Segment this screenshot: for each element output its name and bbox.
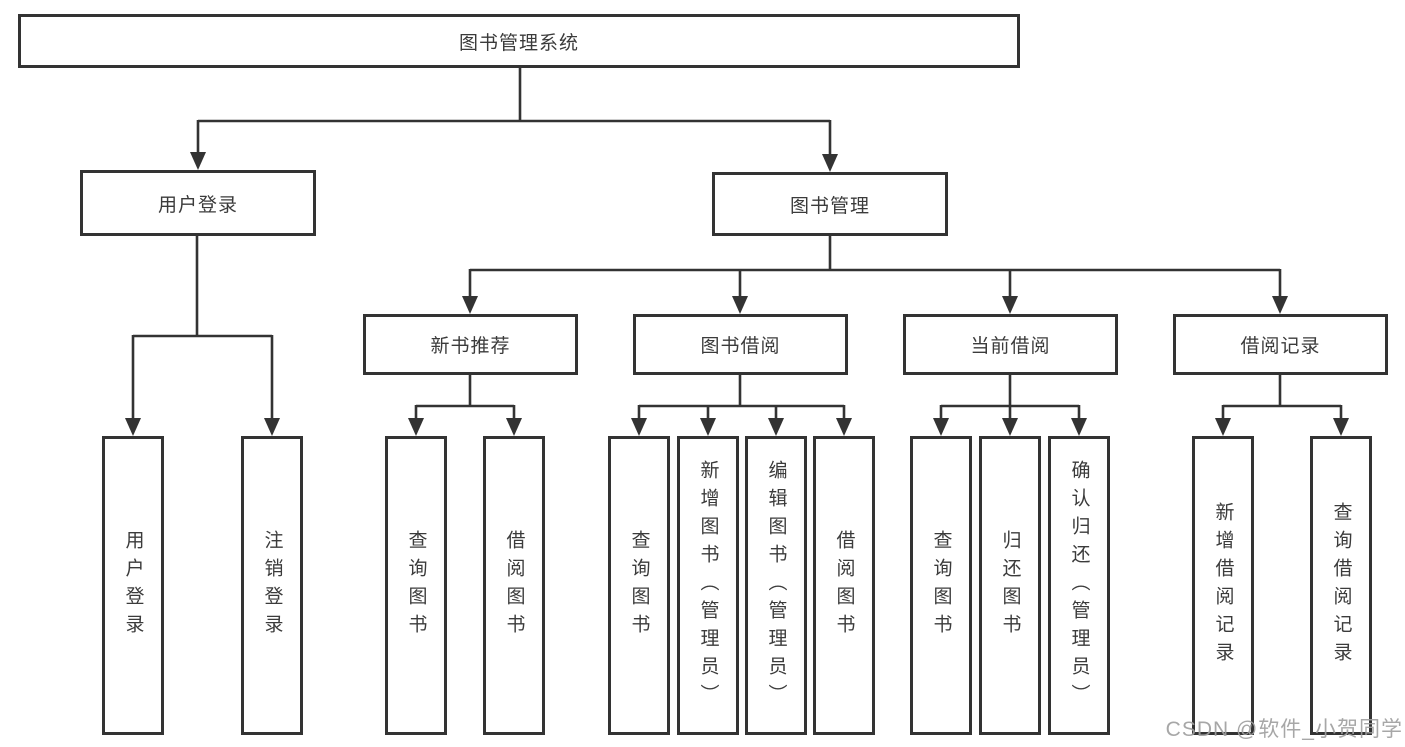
arrowhead [732,296,748,314]
arrowhead [125,418,141,436]
leaf-label: 新增图书（管理员） [697,459,719,712]
arrowhead [190,152,206,170]
leaf-label: 用户登录 [122,529,144,642]
arrowhead [933,418,949,436]
leaf-query-books-borrow: 查询图书 [608,436,670,735]
node-label: 当前借阅 [970,336,1051,357]
leaf-user-login: 用户登录 [102,436,164,735]
leaf-label: 查询图书 [628,529,650,642]
node-user-login-group: 用户登录 [80,170,316,236]
arrowheads [125,152,1349,436]
arrowhead [822,154,838,172]
node-library-management-system: 图书管理系统 [18,14,1020,68]
node-label: 图书借阅 [700,336,781,357]
leaf-borrow-books-recommend: 借阅图书 [483,436,545,735]
leaf-logout: 注销登录 [241,436,303,735]
arrowhead [1333,418,1349,436]
arrowhead [836,418,852,436]
arrowhead [408,418,424,436]
node-book-management: 图书管理 [712,172,948,236]
leaf-query-borrow-record: 查询借阅记录 [1310,436,1372,735]
node-label: 图书管理 [789,195,870,217]
arrowhead [768,418,784,436]
node-label: 新书推荐 [430,336,511,357]
leaf-label: 借阅图书 [503,529,525,642]
leaf-confirm-return-admin: 确认归还（管理员） [1048,436,1110,735]
node-label: 用户登录 [157,194,238,216]
arrowhead [1215,418,1231,436]
leaf-add-borrow-record: 新增借阅记录 [1192,436,1254,735]
node-book-borrow: 图书借阅 [633,314,848,375]
node-new-book-recommend: 新书推荐 [363,314,578,375]
arrowhead [462,296,478,314]
csdn-watermark: CSDN @软件_小贺同学 [1165,718,1403,741]
arrowhead [264,418,280,436]
arrowhead [1272,296,1288,314]
leaf-label: 注销登录 [261,529,283,642]
leaf-label: 归还图书 [999,529,1021,642]
arrowhead [506,418,522,436]
node-label: 图书管理系统 [458,32,579,54]
arrowhead [1002,418,1018,436]
arrowhead [1071,418,1087,436]
leaf-label: 确认归还（管理员） [1068,459,1090,712]
node-label: 借阅记录 [1240,336,1321,357]
node-current-borrow: 当前借阅 [903,314,1118,375]
leaf-label: 新增借阅记录 [1212,501,1234,670]
leaf-label: 借阅图书 [833,529,855,642]
leaf-query-books-current: 查询图书 [910,436,972,735]
leaf-label: 查询图书 [405,529,427,642]
leaf-return-books: 归还图书 [979,436,1041,735]
leaf-label: 查询借阅记录 [1330,501,1352,670]
leaf-borrow-books: 借阅图书 [813,436,875,735]
leaf-label: 查询图书 [930,529,952,642]
node-borrow-records: 借阅记录 [1173,314,1388,375]
leaf-add-book-admin: 新增图书（管理员） [677,436,739,735]
arrowhead [1002,296,1018,314]
leaf-query-books-recommend: 查询图书 [385,436,447,735]
leaf-label: 编辑图书（管理员） [765,459,787,712]
arrowhead [700,418,716,436]
leaf-edit-book-admin: 编辑图书（管理员） [745,436,807,735]
arrowhead [631,418,647,436]
